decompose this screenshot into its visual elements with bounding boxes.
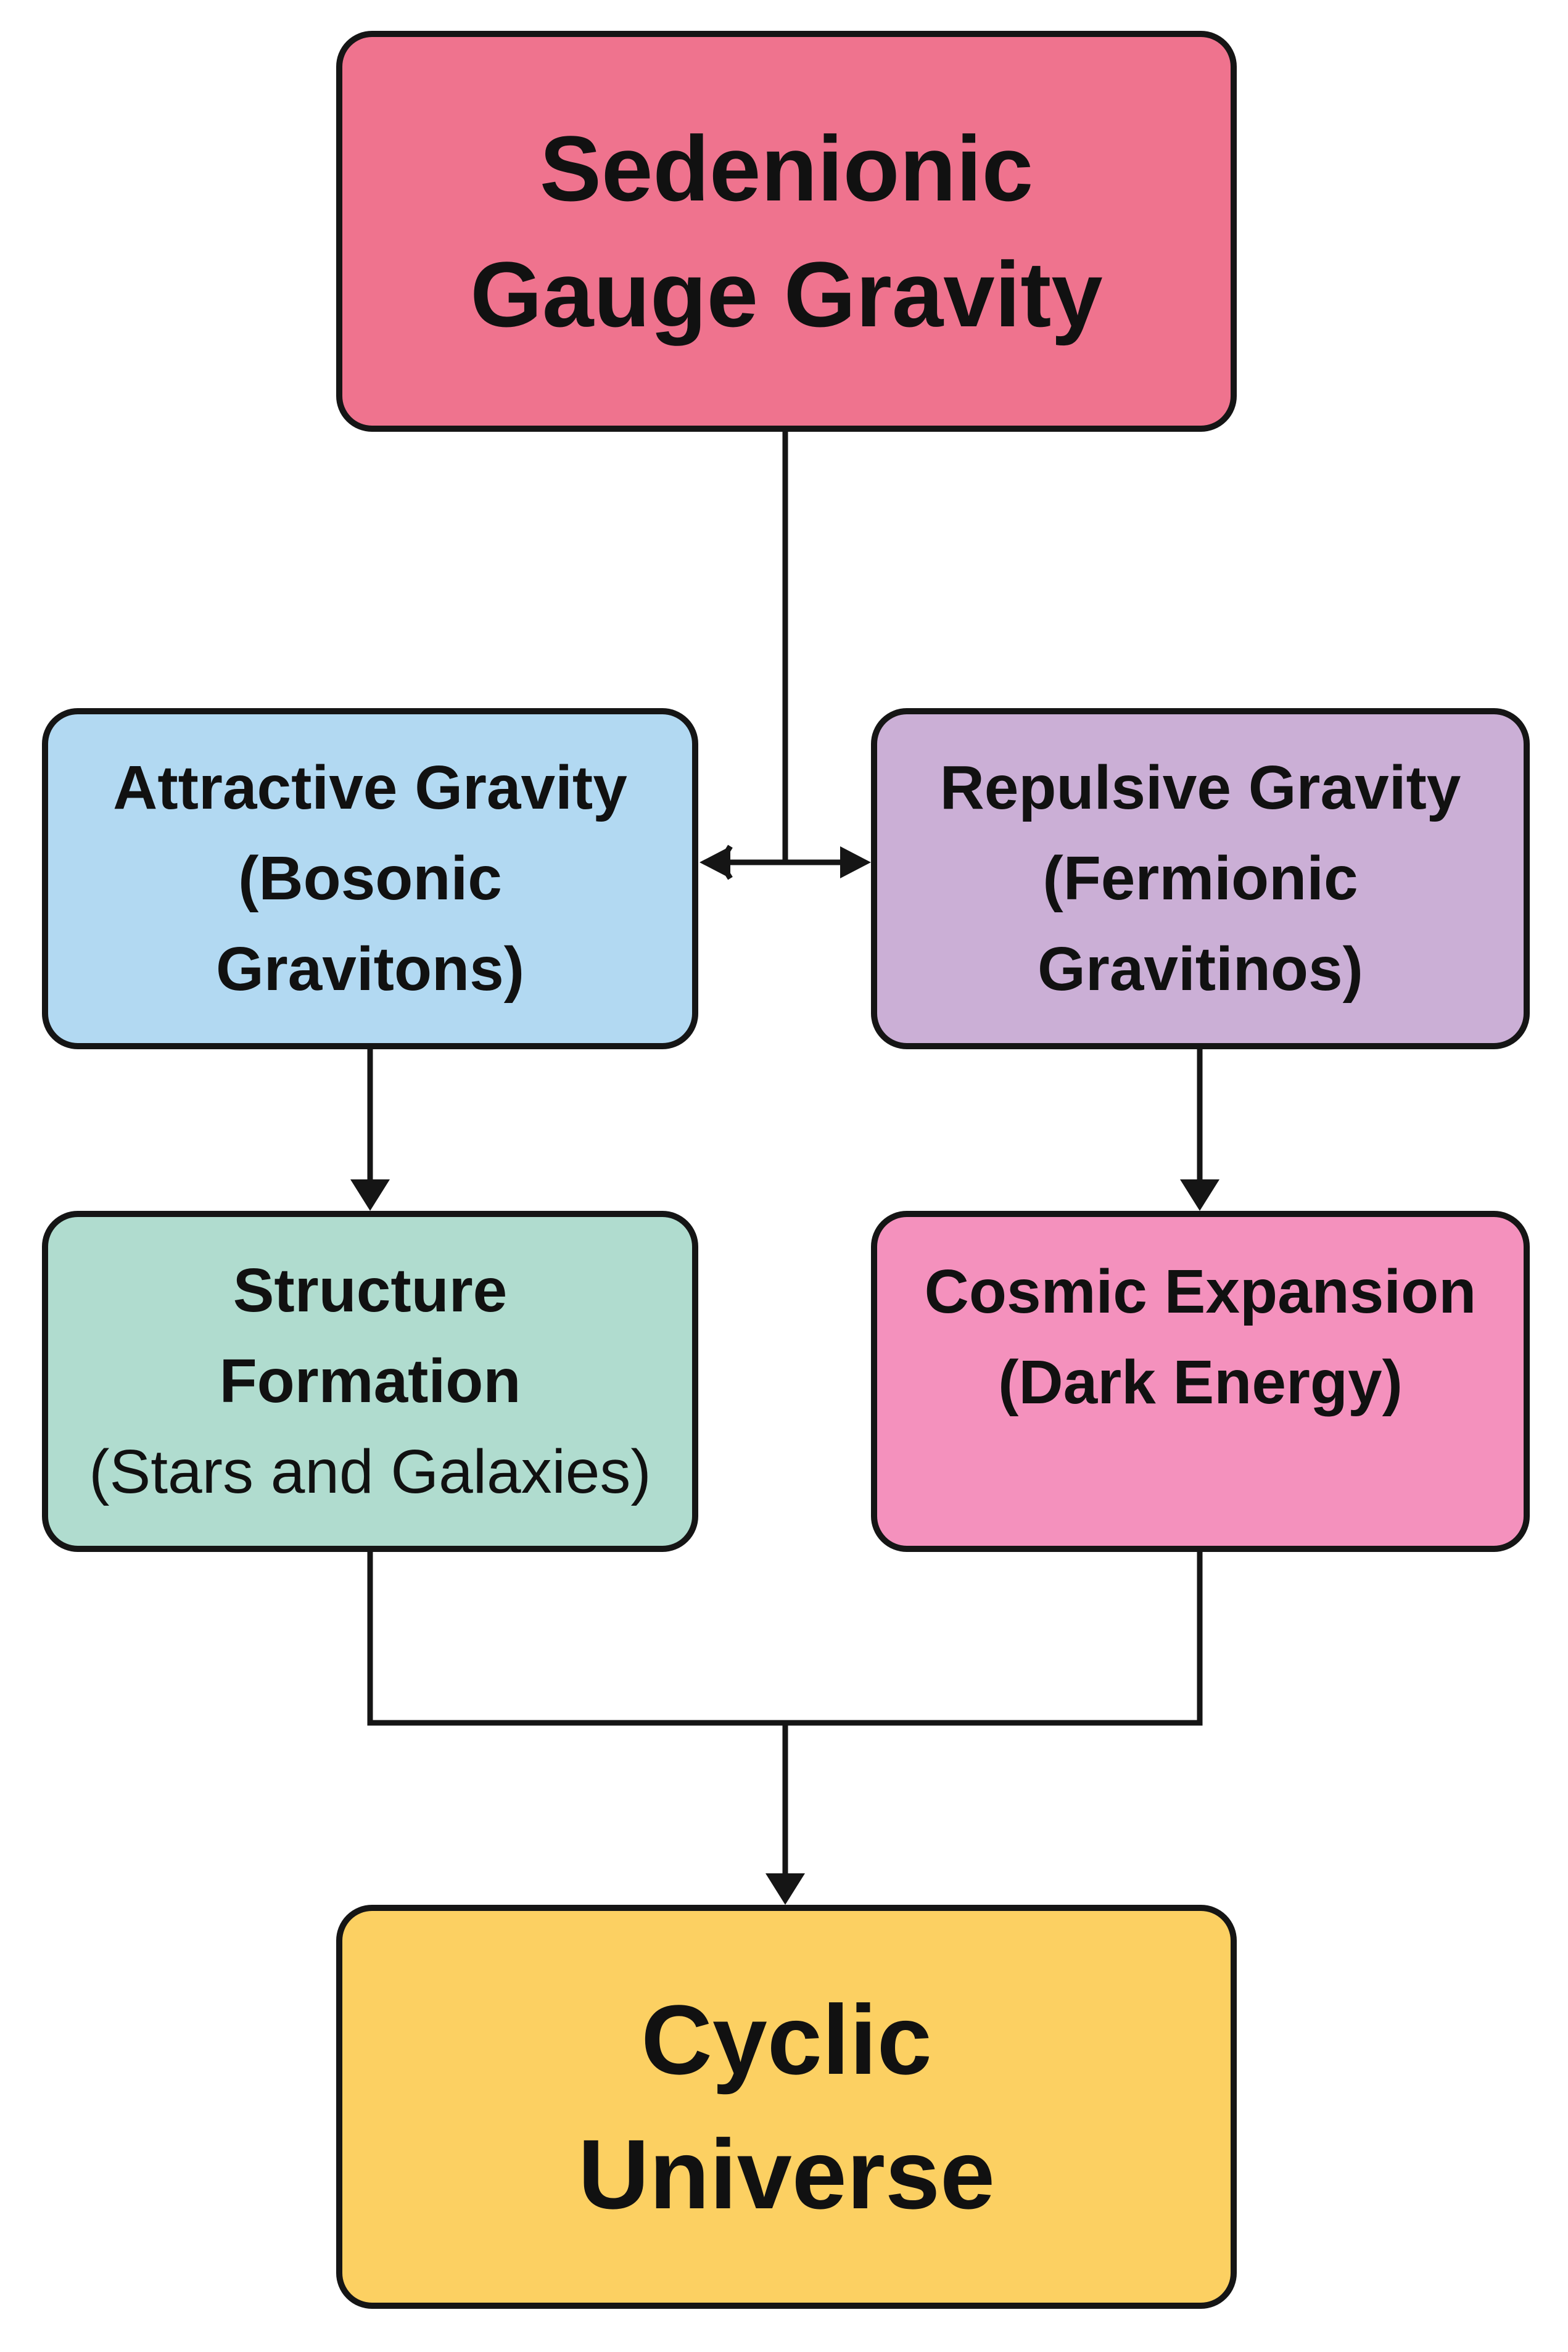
arrowhead-cyclic — [765, 1873, 805, 1905]
edge-cosmic-to-merge — [785, 1552, 1203, 1726]
node-cosmic-expansion: Cosmic Expansion (Dark Energy) — [871, 1211, 1530, 1552]
node-text-line: Repulsive Gravity — [939, 753, 1461, 822]
edge-structure-to-merge — [367, 1552, 785, 1726]
node-subtext-line: (Stars and Galaxies) — [89, 1437, 651, 1506]
node-text-line: Formation — [219, 1347, 521, 1416]
node-text-line: Gravitons) — [215, 935, 525, 1004]
node-text-line: Attractive Gravity — [113, 753, 627, 822]
arrowhead-attractive-notch — [717, 844, 733, 880]
arrowhead-cosmic — [1180, 1179, 1219, 1211]
node-sedenionic-gauge-gravity: Sedenionic Gauge Gravity — [336, 31, 1237, 432]
node-title-line: Cyclic — [641, 1984, 932, 2095]
node-cyclic-universe: Cyclic Universe — [336, 1905, 1237, 2309]
node-text-line: Structure — [233, 1256, 508, 1325]
node-title-line: Sedenionic — [539, 117, 1034, 220]
node-title-line: Universe — [578, 2118, 995, 2229]
node-text-line: (Bosonic — [238, 844, 502, 913]
arrowhead-repulsive — [840, 846, 871, 878]
node-attractive-gravity: Attractive Gravity (Bosonic Gravitons) — [42, 708, 698, 1049]
arrowhead-structure — [350, 1179, 390, 1211]
node-structure-formation: Structure Formation (Stars and Galaxies) — [42, 1211, 698, 1552]
node-text-line: (Fermionic — [1042, 844, 1358, 913]
node-text-line: Gravitinos) — [1038, 935, 1363, 1004]
node-repulsive-gravity: Repulsive Gravity (Fermionic Gravitinos) — [871, 708, 1530, 1049]
node-title-line: Gauge Gravity — [470, 242, 1103, 346]
node-text-line: Cosmic Expansion — [924, 1257, 1477, 1326]
node-text-line: (Dark Energy) — [998, 1348, 1403, 1417]
